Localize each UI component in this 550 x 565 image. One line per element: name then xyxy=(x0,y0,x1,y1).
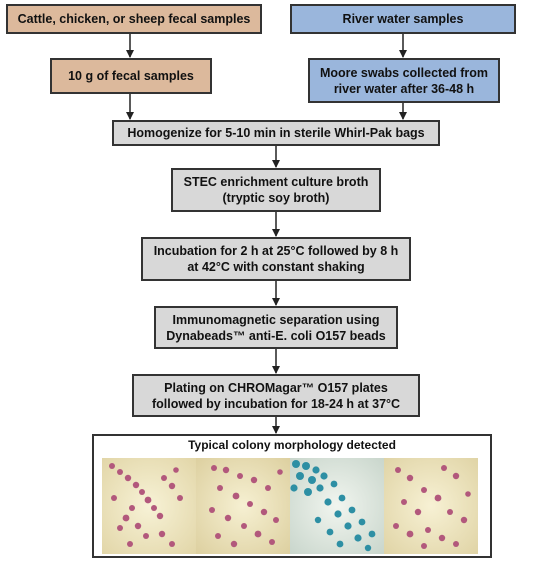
water-source-label: River water samples xyxy=(342,12,464,26)
homogenize-step-box: Homogenize for 5-10 min in sterile Whirl… xyxy=(112,120,440,146)
water-source-box: River water samples xyxy=(290,4,516,34)
enrichment-broth-line-1: STEC enrichment culture broth xyxy=(183,175,369,189)
water-swab-line-1: Moore swabs collected from xyxy=(319,65,489,80)
incubation-step-line-2: at 42°C with constant shaking xyxy=(187,260,365,274)
colony-morphology-panel: Typical colony morphology detected xyxy=(92,434,492,558)
fecal-source-box: Cattle, chicken, or sheep fecal samples xyxy=(6,4,262,34)
homogenize-step-label: Homogenize for 5-10 min in sterile Whirl… xyxy=(127,126,425,140)
plate-photo-4 xyxy=(384,458,478,554)
colony-morphology-title: Typical colony morphology detected xyxy=(188,438,396,452)
fecal-source-label: Cattle, chicken, or sheep fecal samples xyxy=(17,12,251,26)
water-swab-line-2: river water after 36-48 h xyxy=(333,81,475,96)
immunomagnetic-step-line-1: Immunomagnetic separation using xyxy=(172,312,380,327)
plate-photo-1 xyxy=(102,458,196,554)
fecal-sample-label: 10 g of fecal samples xyxy=(68,69,194,83)
incubation-step-box: Incubation for 2 h at 25°C followed by 8… xyxy=(141,237,411,281)
plating-step-box: Plating on CHROMagar™ O157 plates follow… xyxy=(132,374,420,417)
plating-step-line-1: Plating on CHROMagar™ O157 plates xyxy=(164,380,388,395)
fecal-sample-box: 10 g of fecal samples xyxy=(50,58,212,94)
immunomagnetic-step-box: Immunomagnetic separation using Dynabead… xyxy=(154,306,398,349)
enrichment-broth-box: STEC enrichment culture broth (tryptic s… xyxy=(171,168,381,212)
immunomagnetic-step-line-2: Dynabeads™ anti-E. coli O157 beads xyxy=(166,328,386,343)
water-swab-box: Moore swabs collected from river water a… xyxy=(308,58,500,103)
plating-step-line-2: followed by incubation for 18-24 h at 37… xyxy=(151,396,401,411)
enrichment-broth-line-2: (tryptic soy broth) xyxy=(222,191,330,205)
plate-photo-3 xyxy=(290,458,384,554)
plate-photo-2 xyxy=(196,458,290,554)
incubation-step-line-1: Incubation for 2 h at 25°C followed by 8… xyxy=(153,244,399,258)
